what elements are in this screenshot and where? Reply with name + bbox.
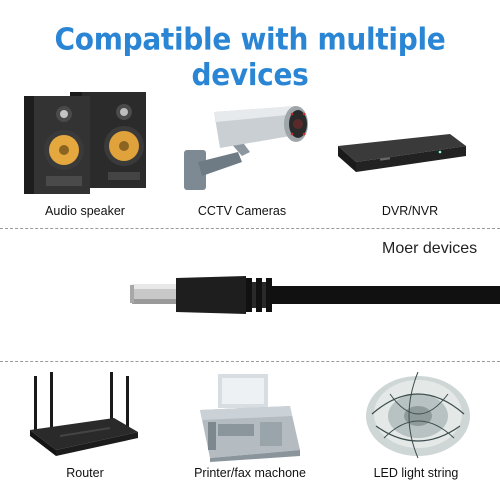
dc-plug-cable-icon [130,276,500,314]
caption-router: Router [66,466,104,480]
caption-cctv-cameras: CCTV Cameras [197,204,287,218]
led-light-string-icon [366,371,470,459]
caption-printer-fax: Printer/fax machone [194,466,306,480]
router-icon [30,372,138,456]
more-devices-label: Moer devices [382,240,478,257]
bottom-divider [0,361,500,362]
caption-audio-speaker: Audio speaker [45,204,125,218]
dvr-image [330,128,470,178]
page-title: Compatible with multiple devices [54,21,446,93]
cctv-image [178,100,318,196]
router-image [20,370,150,460]
cctv-camera-icon [184,106,308,190]
speaker-image [20,88,150,196]
top-divider [0,228,500,229]
led-image [360,364,478,462]
dvr-icon [338,134,466,172]
fax-image [190,370,310,462]
caption-led-light-string: LED light string [373,466,459,480]
fax-machine-icon [200,374,300,462]
caption-dvr-nvr: DVR/NVR [381,204,439,218]
speaker-icon [24,92,146,194]
dc-plug-image [128,270,500,320]
